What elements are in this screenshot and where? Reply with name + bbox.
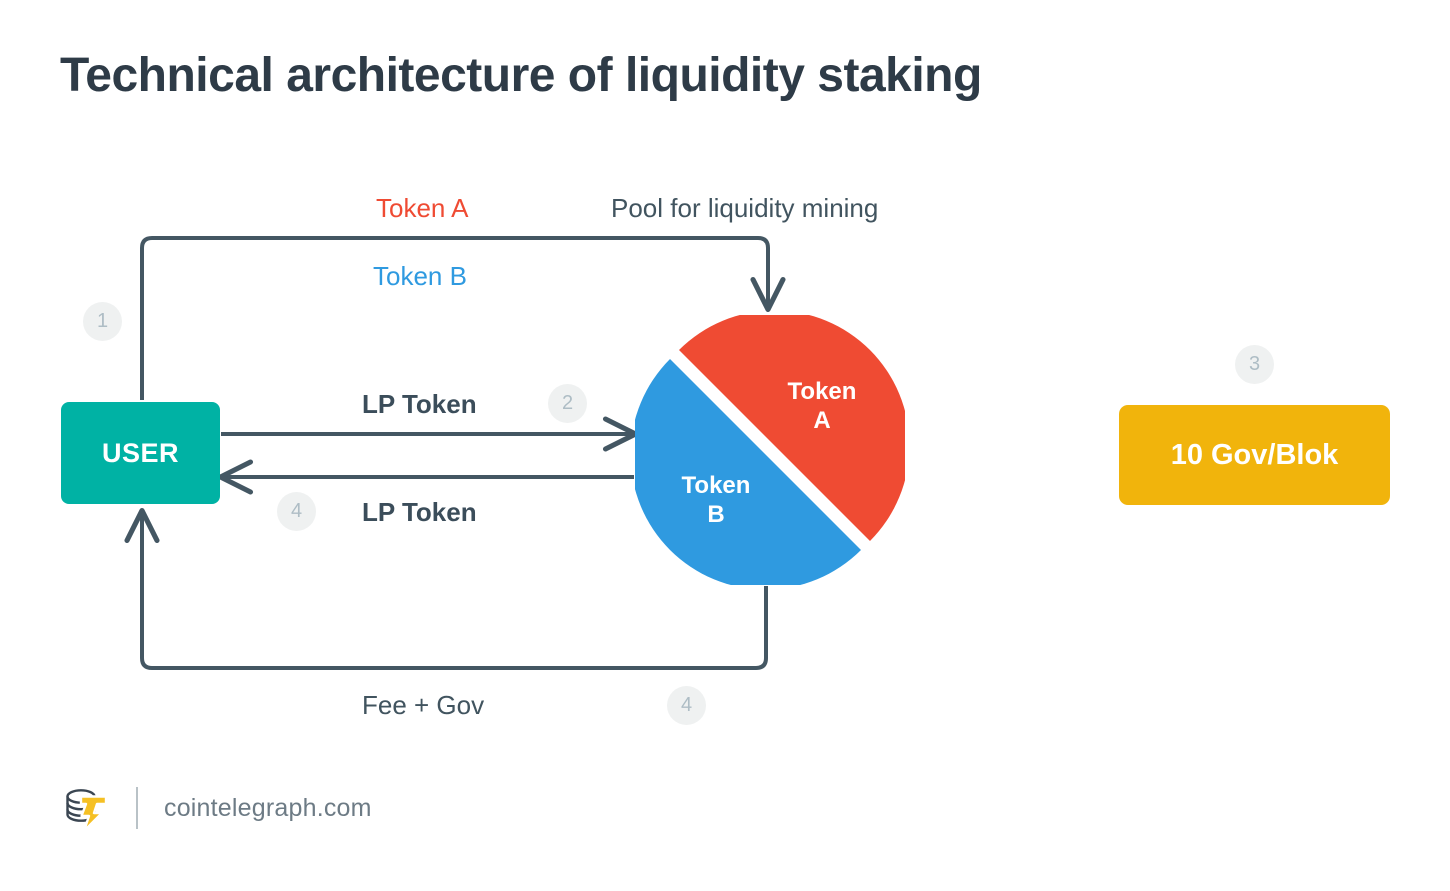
footer-divider (136, 787, 138, 829)
step-badge-4-lp-return: 4 (277, 492, 316, 531)
step-badge-2: 2 (548, 384, 587, 423)
wire-deposit-tokens (140, 236, 786, 400)
pie-chart-svg (635, 315, 905, 585)
wire-fee-gov-return (124, 507, 768, 670)
step-badge-1: 1 (83, 302, 122, 341)
label-fee-gov: Fee + Gov (362, 690, 485, 720)
footer-url: cointelegraph.com (164, 793, 372, 822)
user-node[interactable]: USER (61, 402, 220, 504)
cointelegraph-logo-icon (66, 789, 108, 833)
liquidity-pool-pie[interactable]: Token A Token B (635, 315, 905, 585)
step-badge-3: 3 (1235, 345, 1274, 384)
label-token-b: Token B (373, 261, 467, 291)
label-token-a: Token A (376, 193, 469, 223)
gov-reward-label: 10 Gov/Blok (1170, 438, 1339, 471)
label-pool-caption: Pool for liquidity mining (611, 193, 879, 223)
label-lp-token-in: LP Token (362, 497, 477, 527)
page-title: Technical architecture of liquidity stak… (60, 49, 982, 102)
gov-reward-node[interactable]: 10 Gov/Blok (1119, 405, 1390, 505)
pie-slice-token-b (635, 359, 861, 585)
label-lp-token-out: LP Token (362, 389, 477, 419)
step-badge-4-fee-gov: 4 (667, 686, 706, 725)
user-node-label: USER (101, 437, 179, 468)
pie-slice-token-a (679, 315, 905, 541)
footer: cointelegraph.com (60, 780, 372, 836)
